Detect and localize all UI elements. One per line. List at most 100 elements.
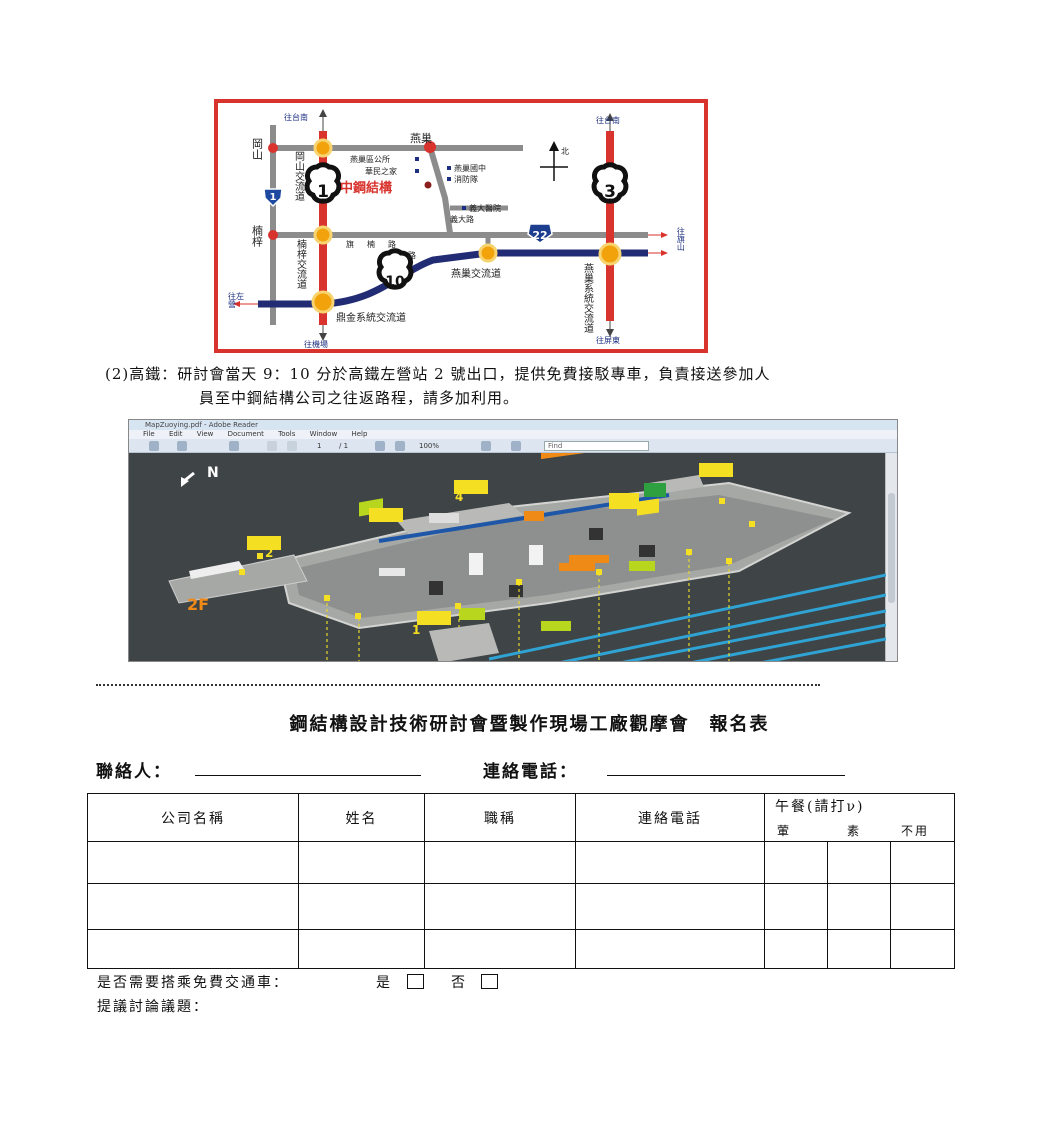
freeway-1-shield <box>304 162 342 204</box>
header-lunch: 午餐(請打ν) <box>763 793 956 818</box>
road-map: 1 3 10 22 1 往台南 往台南 岡山 岡山交流道 燕巢 燕巢區公所 華民… <box>214 99 708 353</box>
share-icon[interactable] <box>177 441 187 451</box>
lunch-none-cell[interactable] <box>889 883 956 930</box>
viewer-window-title: MapZuoying.pdf - Adobe Reader <box>129 420 897 430</box>
north-label: 北 <box>561 147 569 156</box>
route-10-shield-label: 10 <box>385 274 405 290</box>
title-cell[interactable] <box>424 929 576 969</box>
prev-page-icon[interactable] <box>267 441 277 451</box>
company-cell[interactable] <box>87 841 299 884</box>
discussion-topics-label: 提議討論議題： <box>97 999 209 1015</box>
lunch-options: 葷 素 不用 <box>763 817 956 842</box>
route-22-shield-label: 22 <box>532 229 548 242</box>
gangshan-label: 岡山 <box>250 138 264 160</box>
lunch-meat-cell[interactable] <box>764 929 828 969</box>
menu-view[interactable]: View <box>196 430 214 438</box>
freeway-1-shield-label: 1 <box>317 182 329 202</box>
scrollbar-thumb[interactable] <box>888 493 895 603</box>
menu-window[interactable]: Window <box>309 430 338 438</box>
fire-brigade-label: 消防隊 <box>454 175 478 184</box>
huamin-home-label: 華民之家 <box>365 167 397 176</box>
name-cell[interactable] <box>298 883 425 930</box>
yanchao-interchange-label: 燕巢交流道 <box>451 269 501 280</box>
contact-phone-field[interactable] <box>607 775 845 776</box>
yanchao-road <box>427 146 453 234</box>
station-map-screenshot: MapZuoying.pdf - Adobe Reader File Edit … <box>128 419 898 662</box>
title-cell[interactable] <box>424 883 576 930</box>
menu-edit[interactable]: Edit <box>168 430 183 438</box>
contact-person-field[interactable] <box>195 775 421 776</box>
hsr-info-line-2: 員至中鋼結構公司之往返路程，請多加利用。 <box>199 389 520 407</box>
nanzi-interchange-label: 楠梓交流道 <box>294 239 306 289</box>
table-row <box>87 929 956 969</box>
title-cell[interactable] <box>424 841 576 884</box>
shuttle-no-checkbox[interactable] <box>481 974 498 989</box>
header-name: 姓名 <box>298 793 425 842</box>
yida-hospital-label: 義大醫院 <box>469 204 501 213</box>
fit-page-icon[interactable] <box>481 441 491 451</box>
gangshan-interchange-label: 岡山交流道 <box>292 151 304 201</box>
table-row <box>87 883 956 930</box>
contact-phone-label: 連絡電話： <box>483 762 578 782</box>
contact-person-label: 聯絡人： <box>96 762 172 782</box>
lunch-option-meat: 葷 <box>777 823 792 838</box>
to-tainan-left-label: 往台南 <box>284 113 308 122</box>
next-page-icon[interactable] <box>287 441 297 451</box>
company-label: 中鋼結構 <box>340 181 393 196</box>
provincial-1-shield-label: 1 <box>269 192 277 203</box>
print-icon[interactable] <box>149 441 159 451</box>
email-icon[interactable] <box>229 441 239 451</box>
exit-2-label: 2 <box>265 546 274 560</box>
cut-line-separator <box>96 684 820 686</box>
freeway-3-shield <box>591 162 629 204</box>
fit-width-icon[interactable] <box>511 441 521 451</box>
company-cell[interactable] <box>87 929 299 969</box>
lunch-none-cell[interactable] <box>889 841 956 884</box>
yanchao-system-interchange-label: 燕巢系統交流道 <box>581 263 593 333</box>
road-suffix-label: 路 <box>408 251 416 260</box>
lunch-meat-cell[interactable] <box>764 883 828 930</box>
phone-cell[interactable] <box>575 841 765 884</box>
menu-tools[interactable]: Tools <box>278 430 296 438</box>
to-airport-label: 往機場 <box>304 340 328 349</box>
shuttle-question: 是否需要搭乘免費交通車： <box>97 975 289 991</box>
to-tainan-right-label: 往台南 <box>596 116 620 125</box>
lunch-veg-cell[interactable] <box>827 841 891 884</box>
menu-help[interactable]: Help <box>351 430 368 438</box>
hsr-info-line-1: (2)高鐵：研討會當天 9：10 分於高鐵左營站 2 號出口，提供免費接駁專車，… <box>105 365 771 383</box>
header-company: 公司名稱 <box>87 793 299 842</box>
shuttle-yes-label: 是 <box>376 975 392 991</box>
viewer-scrollbar[interactable] <box>885 453 897 661</box>
provincial-1-shield <box>263 188 283 208</box>
phone-cell[interactable] <box>575 883 765 930</box>
lunch-veg-cell[interactable] <box>827 883 891 930</box>
company-cell[interactable] <box>87 883 299 930</box>
form-title: 鋼結構設計技術研討會暨製作現場工廠觀摩會 報名表 <box>289 714 770 735</box>
signup-table: 公司名稱 姓名 職稱 連絡電話 午餐(請打ν) 葷 素 不用 <box>87 793 956 969</box>
find-input[interactable]: Find <box>544 441 649 451</box>
lunch-option-veg: 素 <box>847 823 862 838</box>
lunch-none-cell[interactable] <box>889 929 956 969</box>
road-map-drawing <box>233 109 668 341</box>
exit-3-label: 3 <box>382 508 391 522</box>
lunch-meat-cell[interactable] <box>764 841 828 884</box>
lunch-veg-cell[interactable] <box>827 929 891 969</box>
route-10-shield <box>376 248 414 290</box>
menu-file[interactable]: File <box>143 430 155 438</box>
zoom-out-icon[interactable] <box>375 441 385 451</box>
page-current[interactable]: 1 <box>317 442 322 450</box>
name-cell[interactable] <box>298 929 425 969</box>
name-cell[interactable] <box>298 841 425 884</box>
yanchao-label: 燕巢 <box>410 132 432 145</box>
dingjin-system-interchange-label: 鼎金系統交流道 <box>336 313 406 324</box>
menu-document[interactable]: Document <box>227 430 264 438</box>
route-22-shield <box>527 223 553 244</box>
freeway-3-shield-label: 3 <box>604 182 616 202</box>
header-phone: 連絡電話 <box>575 793 765 842</box>
phone-cell[interactable] <box>575 929 765 969</box>
zoom-level[interactable]: 100% <box>419 442 440 450</box>
zoom-in-icon[interactable] <box>395 441 405 451</box>
yanchao-district-office-label: 燕巢區公所 <box>350 155 390 164</box>
exit-5-label: 5 <box>703 463 712 477</box>
shuttle-yes-checkbox[interactable] <box>407 974 424 989</box>
